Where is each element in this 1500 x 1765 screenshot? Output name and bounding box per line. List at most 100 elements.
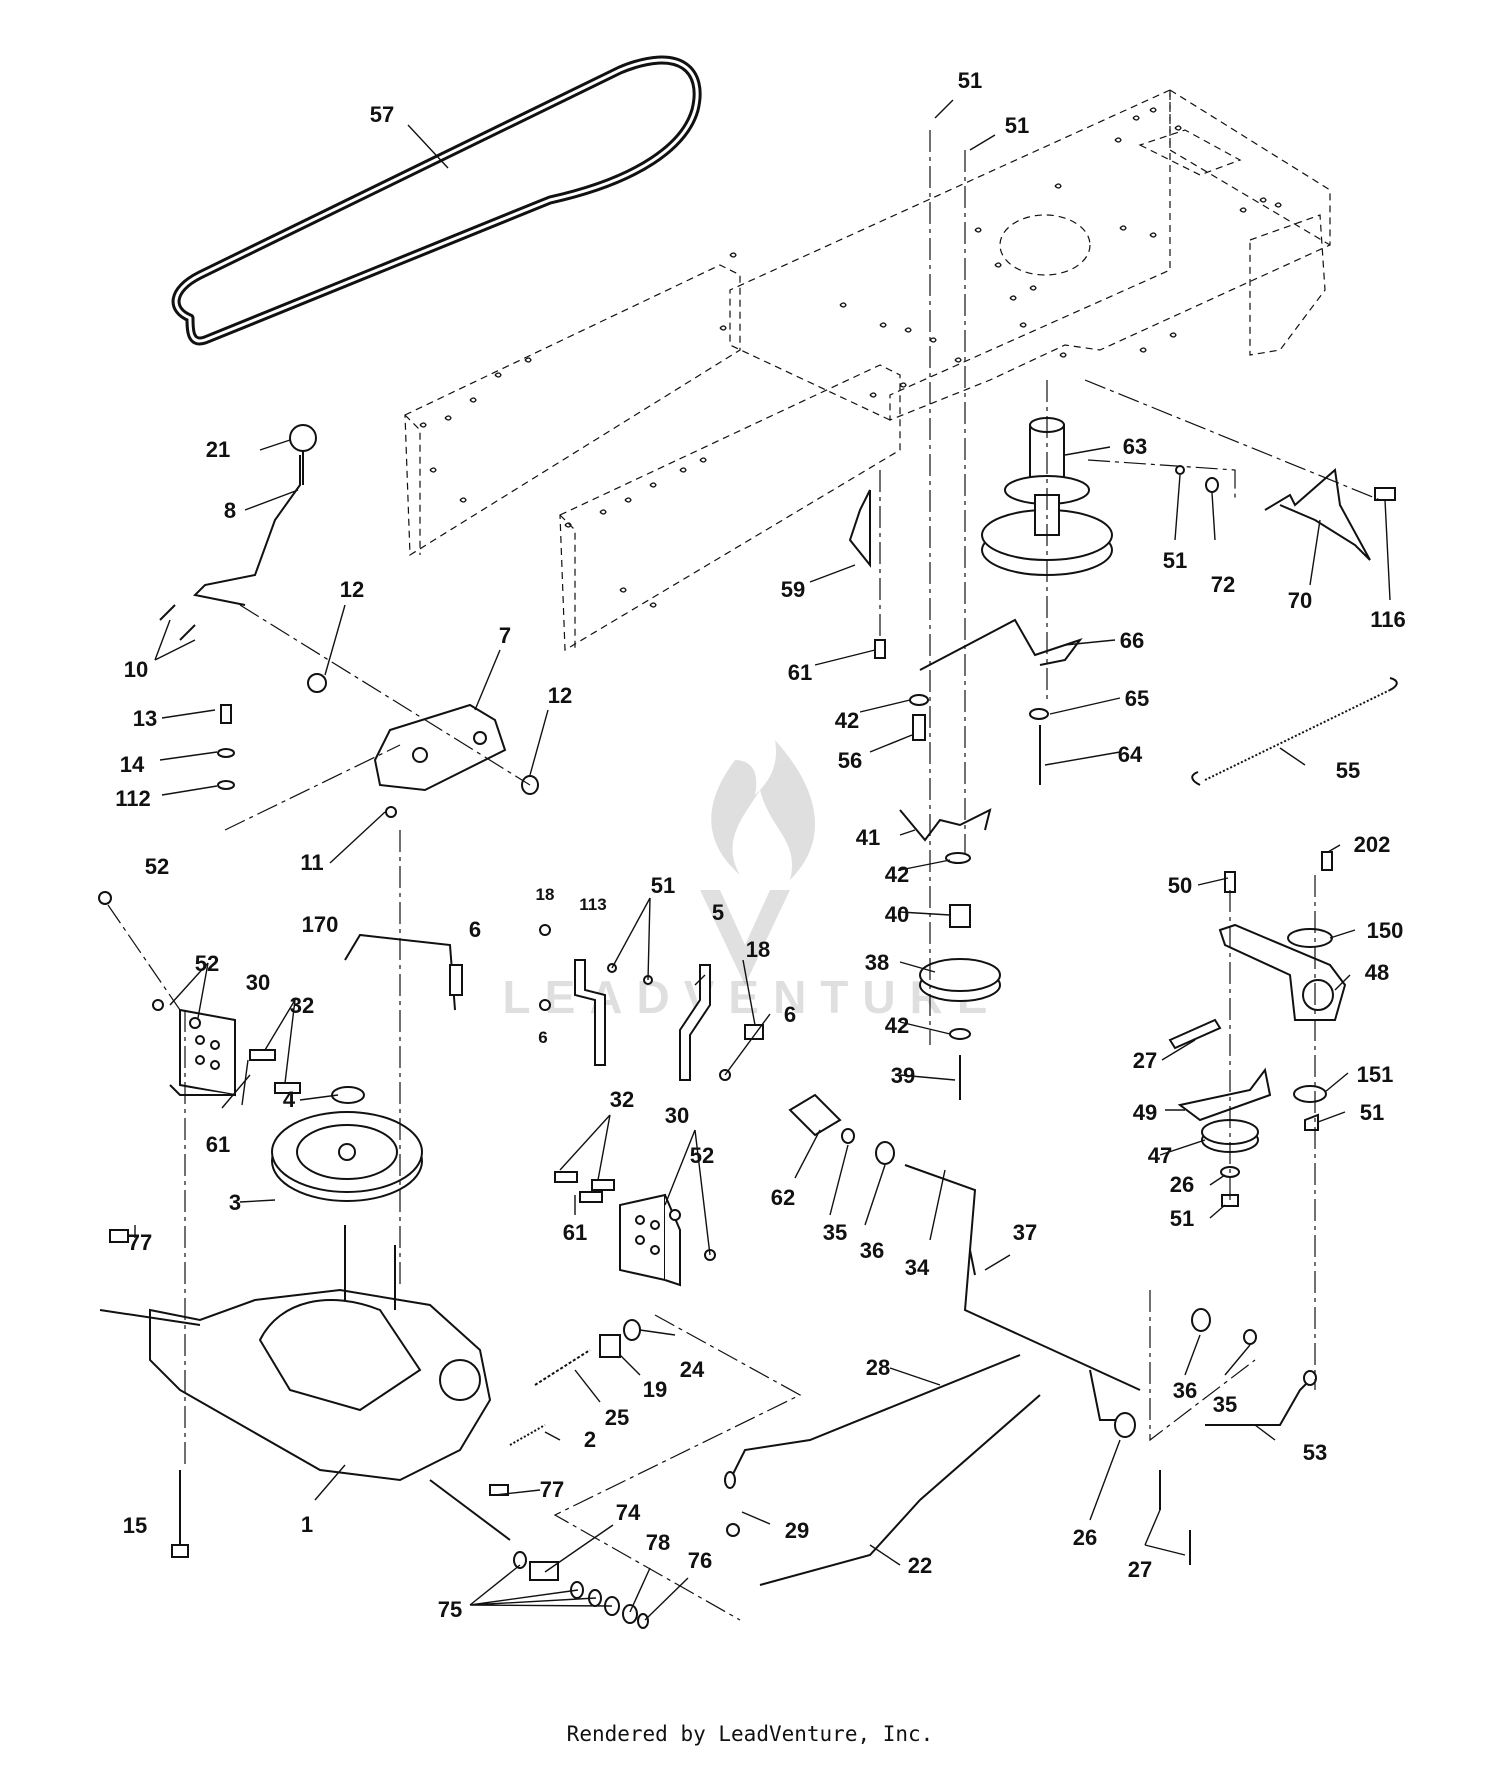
callout-25: 25 <box>605 1405 629 1430</box>
frame-phantom <box>404 88 1331 652</box>
callout-51-a: 51 <box>958 68 982 93</box>
callout-13: 13 <box>133 706 157 731</box>
parking-brake-rod-53 <box>1191 1308 1317 1426</box>
callout-61-b: 61 <box>563 1220 587 1245</box>
callout-35-b: 35 <box>1213 1392 1237 1417</box>
callout-59: 59 <box>781 577 805 602</box>
callout-labels: 57 51 51 21 8 10 12 7 12 13 14 112 11 52… <box>115 68 1406 1622</box>
callout-21: 21 <box>206 437 230 462</box>
axle-washers <box>513 1551 649 1629</box>
callout-61-c: 61 <box>788 660 812 685</box>
leadventure-watermark-logo <box>700 740 816 985</box>
transaxle-bolt <box>171 1470 189 1558</box>
callout-42-b: 42 <box>885 862 909 887</box>
callout-64: 64 <box>1118 742 1143 767</box>
callout-52-c: 52 <box>690 1143 714 1168</box>
callout-62: 62 <box>771 1185 795 1210</box>
callout-29: 29 <box>785 1518 809 1543</box>
callout-202: 202 <box>1354 832 1391 857</box>
callout-50: 50 <box>1168 873 1192 898</box>
callout-51-b: 51 <box>1005 113 1029 138</box>
callout-75: 75 <box>438 1597 462 1622</box>
callout-113: 113 <box>579 895 606 914</box>
callout-6-c: 6 <box>538 1028 547 1047</box>
callout-52-a: 52 <box>145 854 169 879</box>
callout-19: 19 <box>643 1377 667 1402</box>
callout-37: 37 <box>1013 1220 1037 1245</box>
callout-24: 24 <box>680 1357 705 1382</box>
callout-28: 28 <box>866 1355 890 1380</box>
callout-18-b: 18 <box>746 937 770 962</box>
callout-49: 49 <box>1133 1100 1157 1125</box>
callout-56: 56 <box>838 748 862 773</box>
callout-65: 65 <box>1125 686 1149 711</box>
idler-arm-41 <box>899 808 992 842</box>
transaxle-assembly <box>99 1225 511 1541</box>
idler-arm-48 <box>1218 851 1347 1131</box>
callout-36-b: 36 <box>1173 1378 1197 1403</box>
transaxle-pulley <box>271 1086 423 1202</box>
callout-151: 151 <box>1357 1062 1394 1087</box>
callout-4: 4 <box>283 1087 296 1112</box>
lever-shaft-34 <box>788 1093 1141 1421</box>
shift-lever <box>159 424 317 641</box>
callout-27-a: 27 <box>1133 1048 1157 1073</box>
callout-41: 41 <box>856 825 880 850</box>
callout-5: 5 <box>712 900 724 925</box>
callout-38: 38 <box>865 950 889 975</box>
callout-18-a: 18 <box>536 885 555 904</box>
callout-42-c: 42 <box>885 1013 909 1038</box>
callout-6-b: 6 <box>784 1002 796 1027</box>
callout-26-a: 26 <box>1170 1172 1194 1197</box>
drive-belt <box>171 55 702 346</box>
callout-63: 63 <box>1123 434 1147 459</box>
callout-30-b: 30 <box>665 1103 689 1128</box>
callout-35-a: 35 <box>823 1220 847 1245</box>
callout-52-b: 52 <box>195 951 219 976</box>
callout-27-b: 27 <box>1128 1557 1152 1582</box>
callout-2: 2 <box>584 1427 596 1452</box>
callout-14: 14 <box>120 752 145 777</box>
callout-32-b: 32 <box>610 1087 634 1112</box>
callout-30-a: 30 <box>246 970 270 995</box>
callout-10: 10 <box>124 657 148 682</box>
callout-36-a: 36 <box>860 1238 884 1263</box>
mounting-bracket-right <box>554 1171 716 1287</box>
callout-61-a: 61 <box>206 1132 230 1157</box>
spring-55 <box>1191 677 1398 786</box>
center-lines <box>107 130 1381 1621</box>
callout-47: 47 <box>1148 1143 1172 1168</box>
belt-guide-49-pulley-47 <box>1168 1018 1272 1207</box>
leader-lines <box>134 99 1391 1621</box>
idler-pulley-38 <box>919 852 1001 1100</box>
callout-40: 40 <box>885 902 909 927</box>
callout-51-d: 51 <box>1163 548 1187 573</box>
callout-150: 150 <box>1367 918 1404 943</box>
callout-77-b: 77 <box>540 1477 564 1502</box>
callout-51-e: 51 <box>1360 1100 1384 1125</box>
callout-34: 34 <box>905 1255 930 1280</box>
belt-guide-66 <box>919 618 1083 671</box>
callout-77-a: 77 <box>128 1230 152 1255</box>
callout-3: 3 <box>229 1190 241 1215</box>
brackets-113-5 <box>539 924 764 1081</box>
callout-116: 116 <box>1370 607 1406 632</box>
rendered-by-credit: Rendered by LeadVenture, Inc. <box>566 1722 934 1746</box>
callout-78: 78 <box>646 1530 670 1555</box>
hardware-42-56 <box>909 694 1049 785</box>
callout-53: 53 <box>1303 1440 1327 1465</box>
hardware-stack-13-14-112 <box>217 704 397 818</box>
callout-32-a: 32 <box>290 993 314 1018</box>
brake-rod-70 <box>1175 465 1396 561</box>
callout-26-b: 26 <box>1073 1525 1097 1550</box>
mounting-bracket-left <box>98 891 301 1097</box>
callout-170: 170 <box>302 912 339 937</box>
callout-51-c: 51 <box>651 873 675 898</box>
callout-12-a: 12 <box>340 577 364 602</box>
callout-12-b: 12 <box>548 683 572 708</box>
shift-bracket <box>307 673 539 795</box>
callout-11: 11 <box>300 850 323 875</box>
callout-42-a: 42 <box>835 708 859 733</box>
callout-57: 57 <box>370 102 394 127</box>
